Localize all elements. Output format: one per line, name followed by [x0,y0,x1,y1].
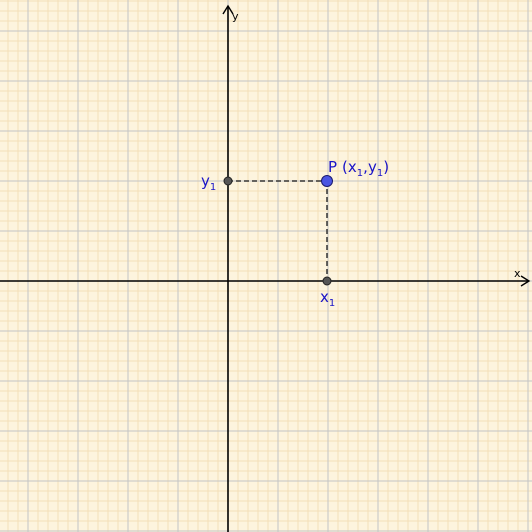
point-p-x-subscript: 1 [357,168,363,179]
y-axis-arrow-icon [222,4,234,15]
y-foot-point[interactable] [223,176,233,186]
point-p-open-paren: ( [342,158,348,176]
point-p-close-paren: ) [383,158,389,176]
x-tick-subscript: 1 [329,298,335,309]
y-tick-subscript: 1 [210,182,216,193]
y-tick-letter: y [201,172,210,190]
y-axis-label: y [232,10,239,23]
x-tick-label: x1 [320,288,335,309]
x-axis-arrow-icon [520,275,531,287]
point-p-name: P [328,158,337,176]
x-axis-label: x [514,267,521,280]
x-tick-letter: x [320,288,329,306]
y-tick-label: y1 [201,172,216,193]
point-p-y-letter: y [368,158,377,176]
point-p-comma: , [363,158,368,176]
point-p-x-letter: x [348,158,357,176]
x-foot-point[interactable] [322,276,332,286]
point-p[interactable] [321,175,333,187]
point-p-label: P(x1,y1) [328,158,389,179]
point-p-y-subscript: 1 [377,168,383,179]
